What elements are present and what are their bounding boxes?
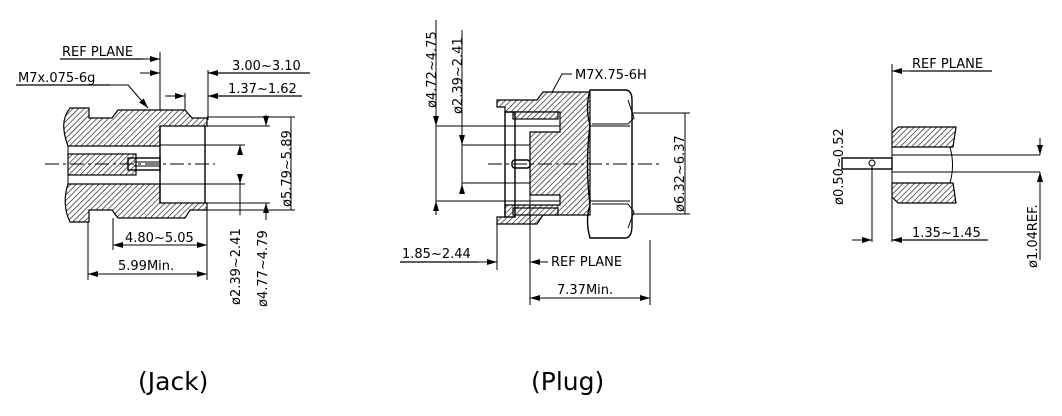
pin-dia-pin: ø0.50~0.52 xyxy=(832,128,847,205)
jack-dim-depth: 4.80~5.05 xyxy=(125,231,194,246)
plug-dia-outer: ø4.72~4.75 xyxy=(425,31,440,108)
jack-dia-mid: ø4.77~4.79 xyxy=(256,230,271,307)
jack-caption: (Jack) xyxy=(138,367,208,396)
plug-dim-min: 7.37Min. xyxy=(557,283,613,298)
jack-dim-overall: 3.00~3.10 xyxy=(232,59,301,74)
jack-dim-step: 1.37~1.62 xyxy=(228,82,297,97)
jack-ref-plane-label: REF PLANE xyxy=(62,45,133,60)
plug-ref-plane-label: REF PLANE xyxy=(551,255,622,270)
jack-drawing: REF PLANE M7x.075-6g 3.00~3.10 1.37~1.62 xyxy=(16,45,310,396)
pin-drawing: REF PLANE ø0.50~0.52 ø1.04REF. 1.35~1.45 xyxy=(832,57,1043,268)
jack-dim-min: 5.99Min. xyxy=(118,259,174,274)
jack-lower-body xyxy=(64,183,208,223)
pin-dia-ref: ø1.04REF. xyxy=(1026,204,1041,268)
plug-dim-pin: 1.85~2.44 xyxy=(402,247,471,262)
jack-dia-outer: ø5.79~5.89 xyxy=(280,130,295,207)
pin-tip xyxy=(841,157,893,170)
jack-dia-inner: ø2.39~2.41 xyxy=(229,228,244,305)
plug-drawing: ø4.72~4.75 ø2.39~2.41 M7X.75-6H ø6.32~6.… xyxy=(400,20,690,396)
jack-upper-body xyxy=(63,107,208,147)
plug-dia-nut: ø6.32~6.37 xyxy=(673,135,688,212)
plug-caption: (Plug) xyxy=(531,367,604,396)
pin-dim-len: 1.35~1.45 xyxy=(912,226,981,241)
jack-thread-label: M7x.075-6g xyxy=(18,71,95,86)
plug-thread-label: M7X.75-6H xyxy=(575,68,647,83)
pin-ref-plane-label: REF PLANE xyxy=(912,57,983,72)
plug-dia-inner: ø2.39~2.41 xyxy=(451,37,466,114)
plug-hex-nut xyxy=(586,89,633,239)
